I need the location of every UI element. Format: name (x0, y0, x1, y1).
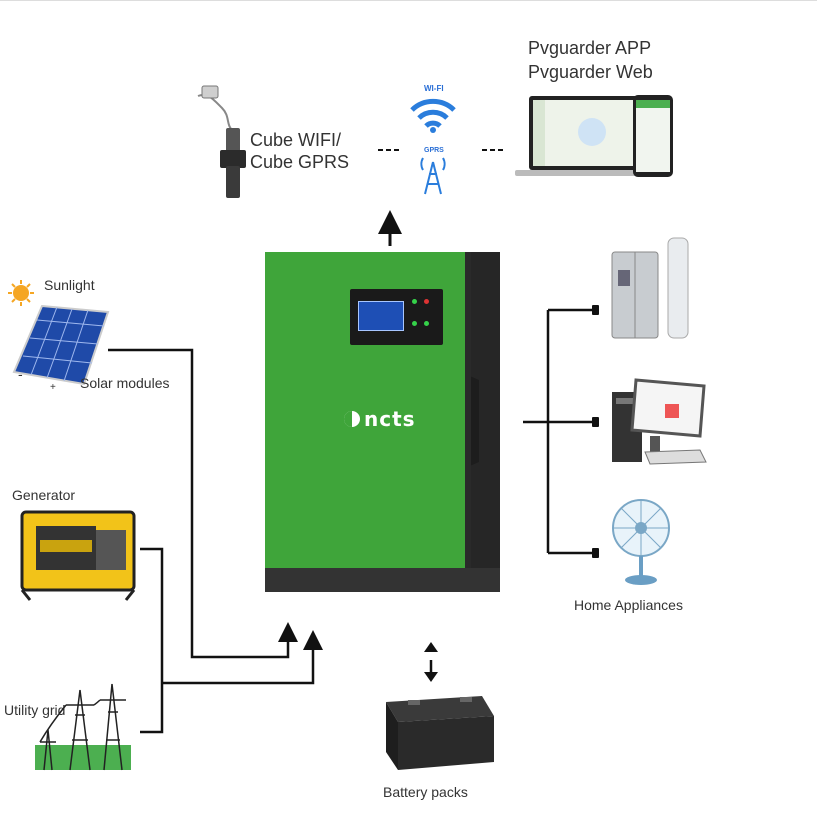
cube-label-line2: Cube GPRS (250, 152, 350, 172)
home-appliances-label: Home Appliances (574, 597, 683, 613)
web-label: Pvguarder Web (528, 62, 653, 82)
generator-line (140, 547, 164, 734)
brand-logo: ncts (343, 407, 433, 431)
cube-label-line1: Cube WIFI/ (250, 130, 342, 150)
sunlight-label: Sunlight (44, 277, 95, 293)
minus-sign: - (18, 366, 23, 382)
lcd-screen (358, 301, 404, 331)
utility-grid-label: Utility grid (4, 702, 66, 718)
status-led-1 (412, 299, 417, 304)
brand-name: ncts (364, 407, 416, 431)
solar-modules-label: Solar modules (80, 375, 170, 391)
top-divider (0, 0, 817, 1)
brand-mark-icon (344, 411, 360, 427)
solar-line (108, 348, 298, 659)
app-label: Pvguarder APP (528, 38, 652, 58)
wifi-label: WI-FI (424, 84, 444, 93)
status-led-3 (412, 321, 417, 326)
generator-label: Generator (12, 487, 76, 503)
inverter: ncts (265, 252, 500, 592)
gprs-label: GPRS (424, 147, 444, 154)
status-led-4 (424, 321, 429, 326)
plus-sign: + (50, 382, 56, 393)
status-led-2 (424, 299, 429, 304)
battery-packs-label: Battery packs (383, 784, 468, 800)
grid-line (162, 630, 323, 685)
inverter-display (350, 289, 443, 345)
output-line (523, 308, 594, 555)
